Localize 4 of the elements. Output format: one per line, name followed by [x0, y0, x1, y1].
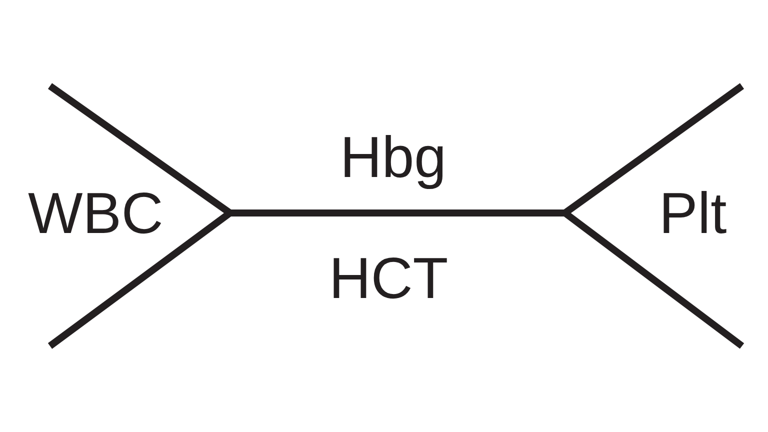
abbreviation-label: Hbg: [340, 129, 446, 187]
abbreviation-label: Plt: [659, 185, 727, 243]
abbreviation-label: HCT: [329, 250, 448, 308]
abbreviation-label: WBC: [28, 185, 164, 243]
